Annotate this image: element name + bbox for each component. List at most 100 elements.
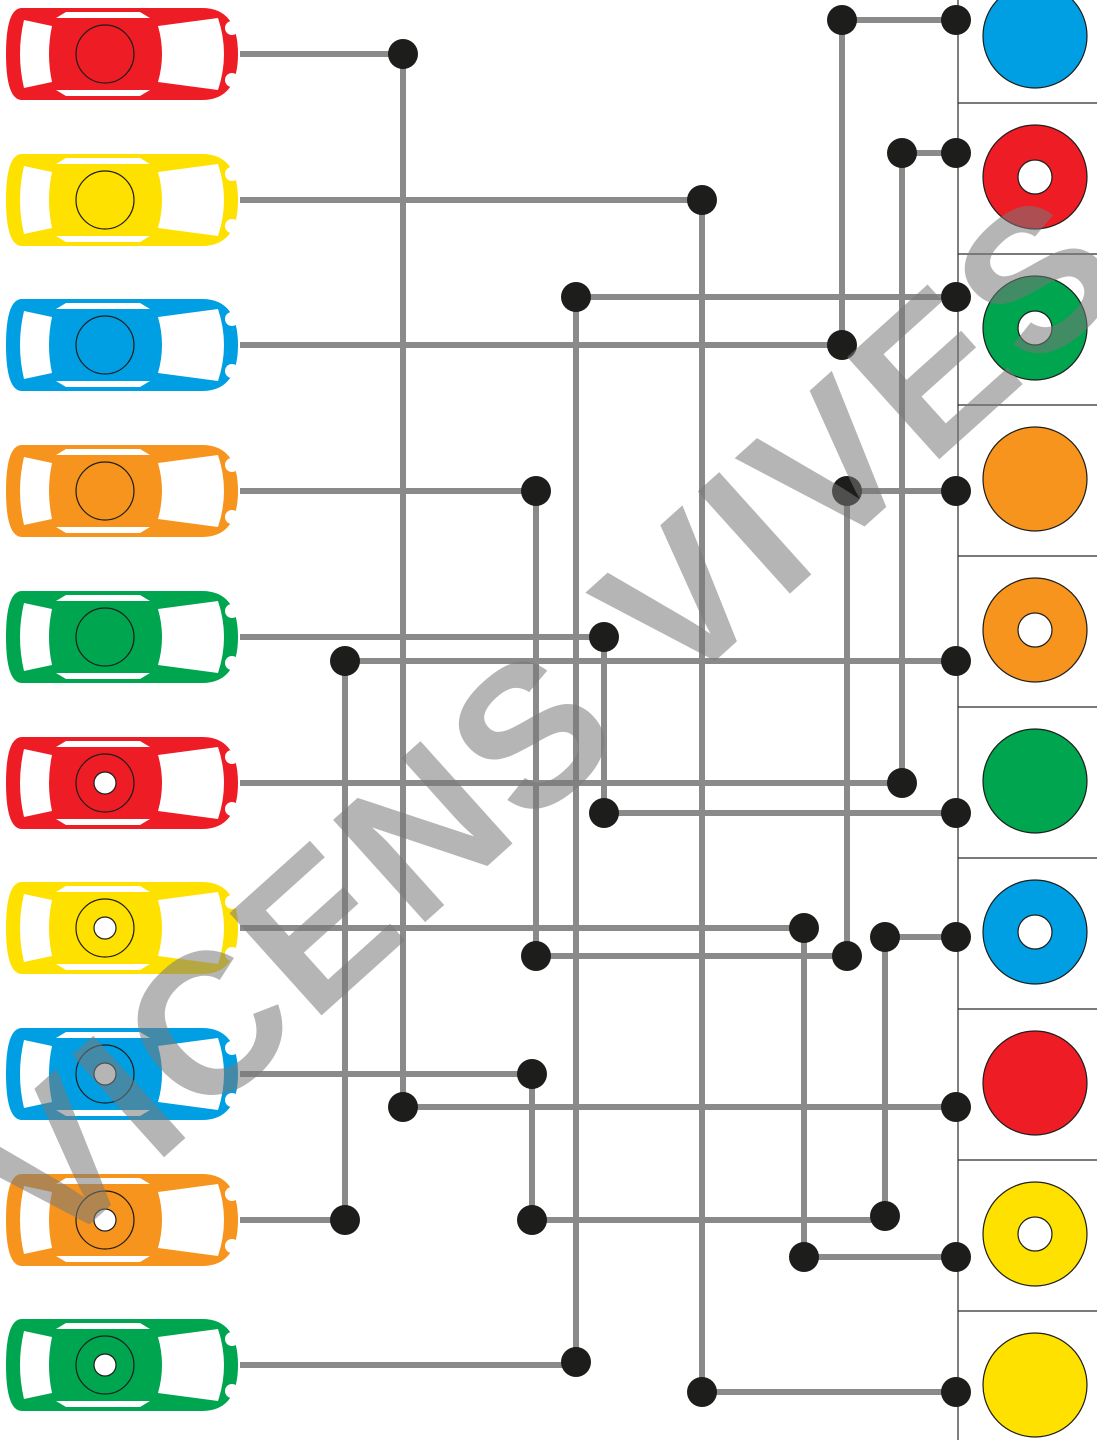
car-side-window	[56, 236, 150, 242]
car-roof-marker	[76, 462, 134, 520]
target-circle[interactable]	[983, 427, 1087, 531]
maze-junctions	[330, 5, 971, 1407]
target-disc	[983, 0, 1087, 88]
car-rear-window	[20, 894, 52, 962]
car-rear-window	[20, 1331, 52, 1399]
car-headlight	[225, 312, 239, 326]
junction-dot	[870, 922, 900, 952]
car-windshield	[158, 601, 224, 673]
car-roof-marker	[76, 171, 134, 229]
car-roof-marker	[76, 25, 134, 83]
junction-dot	[941, 1092, 971, 1122]
car-side-window	[56, 303, 150, 309]
car-side-window	[56, 1323, 150, 1329]
car-headlight	[225, 510, 239, 524]
target-circle[interactable]	[983, 1333, 1087, 1437]
car-headlight	[225, 1041, 239, 1055]
target-circle[interactable]	[983, 1031, 1087, 1135]
car-roof-hole	[94, 1354, 116, 1376]
target-circle[interactable]	[983, 0, 1087, 88]
car-rear-window	[20, 603, 52, 671]
car-rear-window	[20, 1186, 52, 1254]
car-side-window	[56, 964, 150, 970]
junction-dot	[941, 798, 971, 828]
junction-dot	[887, 138, 917, 168]
car-headlight	[225, 802, 239, 816]
car-side-window	[56, 1110, 150, 1116]
junction-dot	[941, 646, 971, 676]
junction-dot	[832, 476, 862, 506]
car-windshield	[158, 1184, 224, 1256]
junction-dot	[827, 5, 857, 35]
target-circle[interactable]	[983, 1182, 1087, 1286]
junction-dot	[330, 646, 360, 676]
car[interactable]	[6, 737, 239, 829]
target-disc	[983, 1031, 1087, 1135]
junction-dot	[789, 913, 819, 943]
junction-dot	[687, 185, 717, 215]
junction-dot	[521, 476, 551, 506]
car-side-window	[56, 1032, 150, 1038]
target-disc	[983, 1333, 1087, 1437]
car-side-window	[56, 1401, 150, 1407]
junction-dot	[870, 1201, 900, 1231]
target-column	[983, 0, 1087, 1437]
junction-dot	[941, 922, 971, 952]
car-headlight	[225, 364, 239, 378]
junction-dot	[832, 941, 862, 971]
car-side-window	[56, 595, 150, 601]
car-headlight	[225, 750, 239, 764]
car-rear-window	[20, 457, 52, 525]
car-side-window	[56, 527, 150, 533]
car-headlight	[225, 604, 239, 618]
car-rear-window	[20, 20, 52, 88]
car-headlight	[225, 21, 239, 35]
target-circle[interactable]	[983, 276, 1087, 380]
car[interactable]	[6, 1319, 239, 1411]
junction-dot	[789, 1242, 819, 1272]
target-hole	[1018, 160, 1052, 194]
car-headlight	[225, 1332, 239, 1346]
car-windshield	[158, 747, 224, 819]
target-circle[interactable]	[983, 880, 1087, 984]
car-side-window	[56, 741, 150, 747]
car-side-window	[56, 449, 150, 455]
car[interactable]	[6, 8, 239, 100]
car[interactable]	[6, 1028, 239, 1120]
car[interactable]	[6, 445, 239, 537]
car-rear-window	[20, 1040, 52, 1108]
junction-dot	[517, 1059, 547, 1089]
junction-dot	[561, 1347, 591, 1377]
junction-dot	[388, 39, 418, 69]
junction-dot	[589, 798, 619, 828]
car-windshield	[158, 455, 224, 527]
target-circle[interactable]	[983, 729, 1087, 833]
car[interactable]	[6, 882, 239, 974]
junction-dot	[517, 1205, 547, 1235]
car-headlight	[225, 219, 239, 233]
car[interactable]	[6, 1174, 239, 1266]
car[interactable]	[6, 591, 239, 683]
car-rear-window	[20, 749, 52, 817]
junction-dot	[941, 1377, 971, 1407]
car-windshield	[158, 1329, 224, 1401]
car-side-window	[56, 819, 150, 825]
target-disc	[983, 729, 1087, 833]
junction-dot	[521, 941, 551, 971]
junction-dot	[589, 622, 619, 652]
target-circle[interactable]	[983, 125, 1087, 229]
target-hole	[1018, 1217, 1052, 1251]
target-hole	[1018, 915, 1052, 949]
junction-dot	[388, 1092, 418, 1122]
target-circle[interactable]	[983, 578, 1087, 682]
car-side-window	[56, 90, 150, 96]
car[interactable]	[6, 299, 239, 391]
car-windshield	[158, 18, 224, 90]
car-side-window	[56, 381, 150, 387]
target-hole	[1018, 613, 1052, 647]
car[interactable]	[6, 154, 239, 246]
target-disc	[983, 427, 1087, 531]
car-side-window	[56, 1256, 150, 1262]
car-headlight	[225, 947, 239, 961]
car-roof-hole	[94, 1063, 116, 1085]
